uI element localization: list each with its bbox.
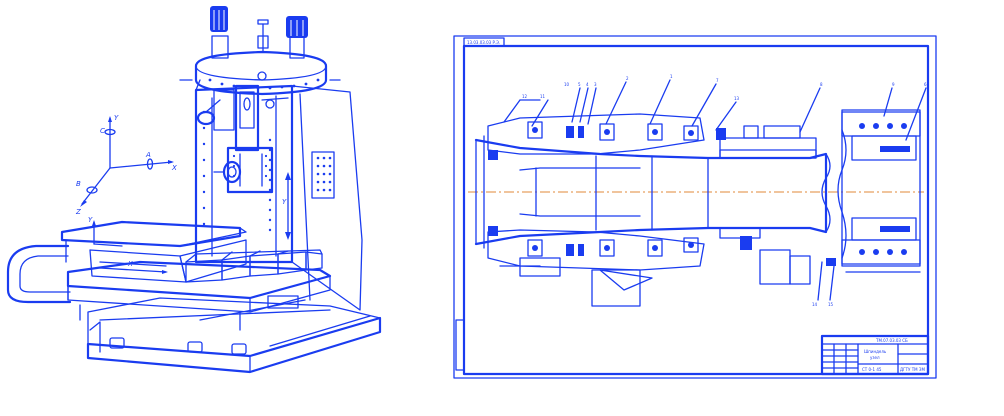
- column: [194, 79, 363, 311]
- axis-label-c: C: [100, 127, 105, 135]
- worktable: [60, 220, 247, 283]
- vertical-ram: [196, 84, 289, 152]
- column-bolt-dots: [202, 110, 272, 232]
- title-part-name: Шпиндель: [864, 349, 887, 354]
- column-axis-y: Y: [282, 198, 287, 206]
- spindle-section: [474, 113, 847, 307]
- frame-code-box: [463, 37, 505, 47]
- axis-label-b: B: [76, 180, 81, 188]
- knob-middle: [257, 19, 269, 53]
- inner-frame: [462, 44, 930, 376]
- leader-10: 10: [564, 82, 570, 87]
- right-detail: [826, 109, 921, 273]
- leader-3: 3: [594, 82, 597, 87]
- hose-loop: [6, 244, 72, 304]
- leader-2: 2: [626, 76, 629, 81]
- knob-left: [210, 6, 229, 59]
- title-org: ДГТУ ТМ ЗМ: [900, 367, 925, 372]
- axis-label-y-coord: Y: [114, 114, 119, 122]
- table-axis-markers: Y X Y: [88, 198, 287, 274]
- spindle-head: [213, 146, 274, 194]
- top-ring-head: [179, 6, 341, 96]
- leader-8: 8: [820, 82, 823, 87]
- leader-numbers: 12 11 10 5 4 3 2 1 7 13 8 9 6 14 15: [522, 74, 927, 307]
- frame-code: 13.03.03.03 Р.Э.: [467, 40, 500, 45]
- title-part-subname: узел: [870, 355, 880, 360]
- leader-14: 14: [812, 302, 818, 307]
- table-blocks: [185, 249, 323, 283]
- machine-base: [86, 297, 382, 374]
- leader-lines: [503, 79, 927, 301]
- leader-5: 5: [578, 82, 581, 87]
- leader-11: 11: [540, 94, 546, 99]
- axis-label-a: A: [145, 151, 151, 159]
- title-material: СТ 0-1 45: [862, 367, 882, 372]
- knob-right: [286, 16, 308, 59]
- leader-13: 13: [734, 96, 740, 101]
- machine-saddle: [66, 260, 332, 331]
- leader-15: 15: [828, 302, 834, 307]
- axis-label-x-coord: X: [171, 164, 177, 172]
- leader-7: 7: [716, 78, 719, 83]
- leader-1: 1: [670, 74, 673, 79]
- leader-6: 6: [924, 82, 927, 87]
- table-axis-x: X: [127, 260, 133, 268]
- title-doc-number: ТМ.07.03.03 СБ: [875, 338, 908, 343]
- outer-frame: [453, 35, 937, 379]
- leader-9: 9: [892, 82, 895, 87]
- axis-label-z: Z: [75, 208, 81, 216]
- title-block: ТМ.07.03.03 СБ Шпиндель узел СТ 0-1 45 Д…: [820, 334, 930, 376]
- table-axis-y: Y: [88, 216, 93, 224]
- engineering-drawing: 13.03.03.03 Р.Э.: [453, 35, 937, 379]
- coordinate-system: C Y A X B Z: [75, 114, 177, 216]
- control-panel: [311, 151, 335, 199]
- leader-4: 4: [586, 82, 589, 87]
- machine-illustration: C Y A X B Z Y X Y: [6, 6, 382, 374]
- leader-12: 12: [522, 94, 528, 99]
